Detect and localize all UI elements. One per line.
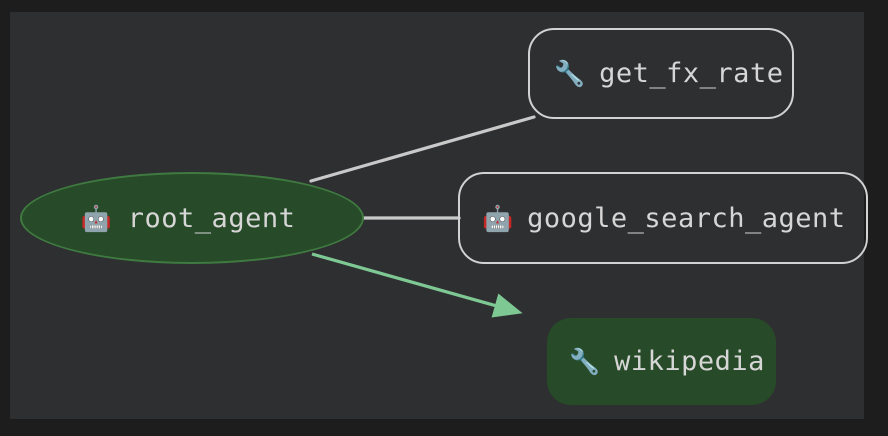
- node-root-agent-label: root_agent: [127, 202, 296, 234]
- node-root-agent[interactable]: 🤖 root_agent: [20, 172, 364, 264]
- wrench-icon: 🔧: [554, 59, 586, 88]
- node-get-fx-rate[interactable]: 🔧 get_fx_rate: [528, 28, 794, 119]
- node-wikipedia-label: wikipedia: [614, 346, 765, 377]
- robot-icon: 🤖: [80, 203, 112, 233]
- node-get-fx-rate-label: get_fx_rate: [599, 58, 784, 89]
- node-wikipedia[interactable]: 🔧 wikipedia: [547, 318, 776, 405]
- node-google-search-agent[interactable]: 🤖 google_search_agent: [458, 172, 868, 264]
- node-google-search-agent-label: google_search_agent: [527, 202, 846, 234]
- wrench-icon: 🔧: [569, 347, 601, 376]
- robot-icon: 🤖: [482, 203, 514, 233]
